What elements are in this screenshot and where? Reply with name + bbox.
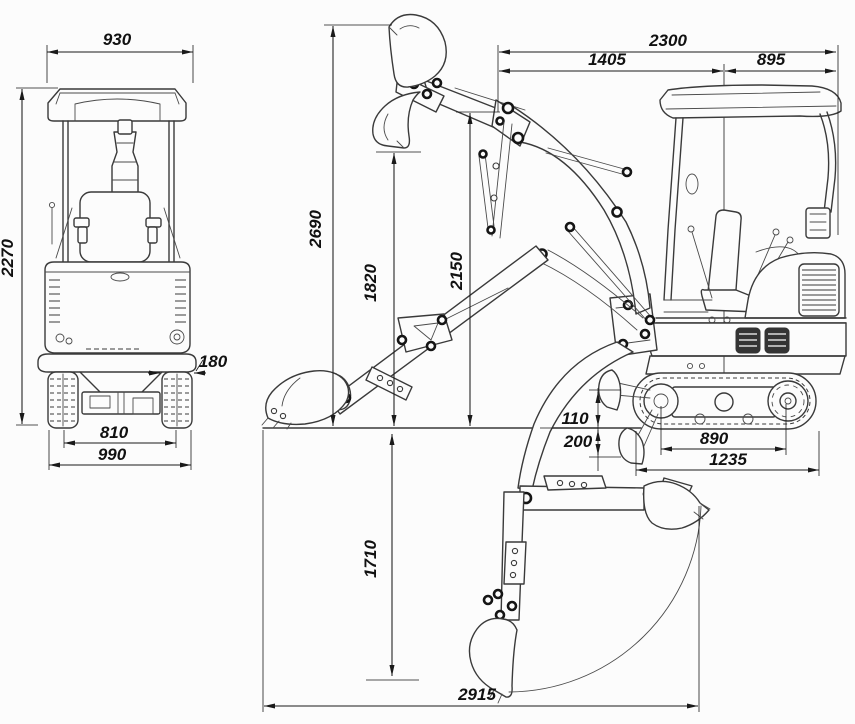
dim-810: 810 — [63, 423, 177, 448]
rear-canopy-posts — [62, 120, 175, 263]
dim-label-2690: 2690 — [306, 210, 325, 249]
dim-label-2270: 2270 — [0, 239, 17, 278]
bucket-top-curled — [388, 13, 447, 88]
dim-label-1405: 1405 — [588, 50, 626, 69]
dim-label-180: 180 — [199, 352, 228, 371]
side-track — [632, 372, 817, 430]
side-engine-body — [645, 251, 847, 375]
digging-envelope-arc — [508, 505, 702, 693]
rear-track-right — [161, 371, 193, 429]
rear-lever-left — [48, 201, 90, 245]
arm-raised — [395, 73, 531, 239]
dim-1405: 1405 — [499, 50, 724, 74]
side-seat — [663, 209, 801, 313]
side-canopy — [659, 84, 842, 301]
dim-label-895: 895 — [757, 50, 786, 69]
dim-930: 930 — [46, 30, 194, 83]
dim-label-1710: 1710 — [361, 540, 380, 578]
dimensions: 930 2270 180 810 990 — [0, 24, 839, 712]
arm-mid — [322, 245, 549, 415]
rear-view — [37, 88, 197, 429]
dim-label-1820: 1820 — [361, 264, 380, 302]
dim-2690: 2690 — [306, 24, 392, 426]
dim-label-930: 930 — [103, 30, 132, 49]
dim-1710: 1710 — [361, 434, 419, 681]
dim-180: 180 — [148, 352, 228, 376]
grab-handle — [685, 173, 699, 195]
rear-undercarriage — [79, 371, 163, 415]
dim-2915: 2915 — [262, 430, 700, 712]
dim-label-2150: 2150 — [447, 252, 466, 291]
dim-label-200: 200 — [563, 432, 593, 451]
dim-label-890: 890 — [700, 429, 729, 448]
boom-raised — [511, 105, 656, 326]
dim-2300: 2300 — [497, 31, 839, 235]
boom-digging — [517, 341, 634, 491]
dim-1820: 1820 — [361, 151, 421, 426]
dim-890: 890 — [660, 404, 787, 455]
rear-seat-back — [79, 191, 151, 263]
arm-digging-down — [482, 491, 527, 621]
dim-label-110: 110 — [561, 409, 589, 428]
bucket-top-dumping — [372, 91, 421, 149]
bucket-max-reach — [642, 480, 711, 530]
bucket-max-depth — [468, 617, 518, 704]
bucket-ground-reach — [261, 370, 350, 430]
dim-label-2915: 2915 — [457, 685, 496, 704]
dim-label-990: 990 — [98, 445, 127, 464]
dim-895: 895 — [724, 50, 837, 74]
dim-2270: 2270 — [0, 87, 58, 426]
dim-110-200: 110 200 — [540, 388, 621, 471]
dim-990: 990 — [48, 430, 192, 470]
blade-lowered — [618, 409, 659, 465]
dim-label-1235: 1235 — [709, 450, 747, 469]
dim-label-810: 810 — [100, 423, 129, 442]
dim-1235: 1235 — [635, 431, 820, 476]
track-center-hub — [714, 392, 734, 412]
rear-canopy — [47, 88, 187, 122]
rear-lever-right — [145, 217, 162, 244]
dim-label-2300: 2300 — [648, 31, 687, 50]
dim-2150: 2150 — [447, 111, 500, 426]
rear-track-left — [47, 371, 79, 429]
side-view — [261, 13, 847, 704]
rear-body — [37, 261, 197, 373]
